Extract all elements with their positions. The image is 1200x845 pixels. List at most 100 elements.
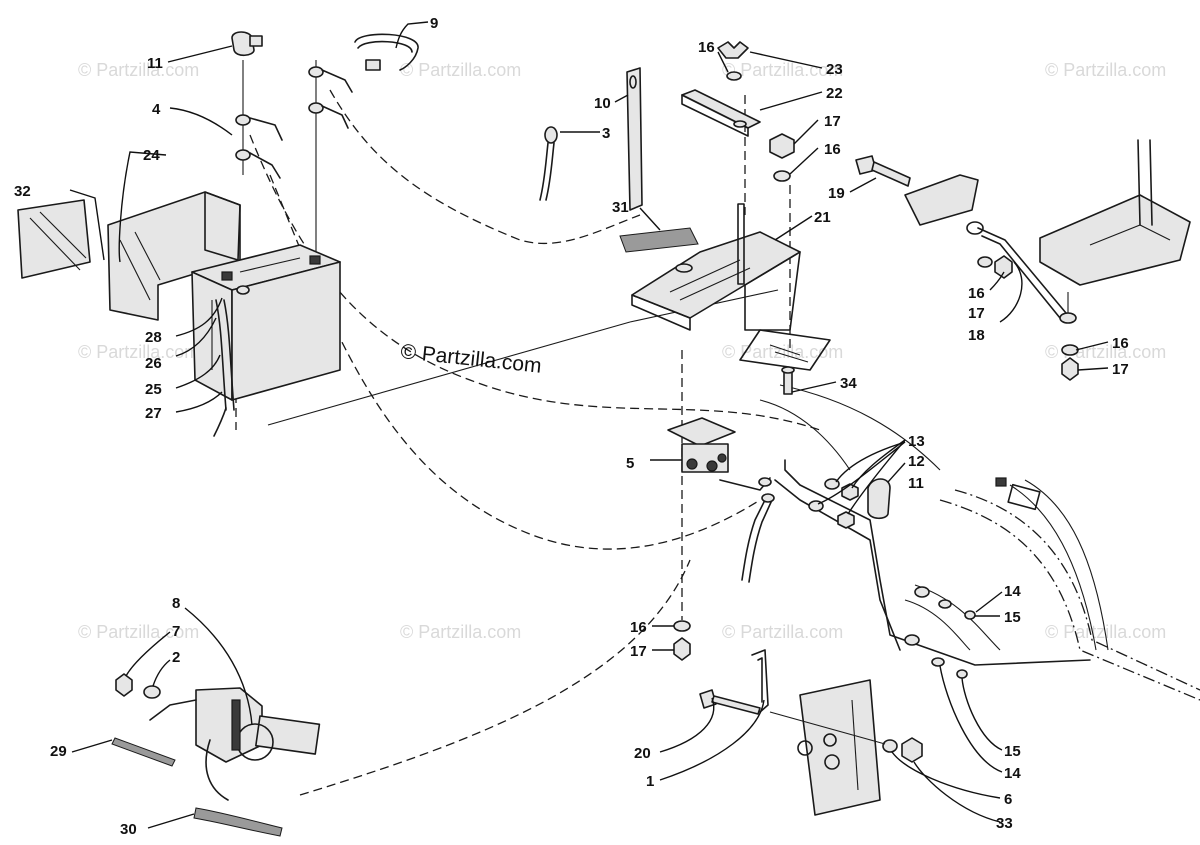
callout-11: 11 [908,475,924,492]
leader-line [989,271,1005,291]
nut-33 [901,737,923,763]
watermark-faint: © Partzilla.com [400,622,521,642]
terminal-boot-11 [231,31,263,57]
floor-mount-shading [769,344,809,363]
harness-connector-pin [995,477,1007,487]
cable-sleeve [111,737,176,767]
callout-16: 16 [968,285,985,302]
callout-20: 20 [634,745,651,762]
battery-hold-bracket-22 [681,89,761,137]
cable-eyelet [758,477,772,487]
floor-mount [739,329,831,371]
callout-1: 1 [646,773,654,790]
mount-plate [799,679,881,816]
callout-30: 30 [120,821,137,838]
starter-solenoid-5 [667,417,736,473]
washer [726,71,742,81]
screw-34 [781,366,795,395]
leader-line [851,439,906,489]
harness-branch [1024,479,1109,651]
cable-route [329,89,641,245]
hex-nut [769,133,795,159]
tray-bolt [737,203,745,285]
leader-line [887,462,906,483]
callout-29: 29 [50,743,67,760]
cable-lead [321,69,353,93]
battery-tray-21 [631,203,801,331]
conduit-30 [193,807,283,837]
strap-buckle [365,59,381,71]
callout-27: 27 [145,405,162,422]
callout-13: 13 [908,433,925,450]
ring-terminal [308,102,324,114]
callout-11: 11 [147,55,163,72]
box-shading [134,231,161,281]
cable-lead [321,105,349,129]
frame-post [1137,139,1153,226]
leader-line [175,297,223,337]
strap-band [357,40,413,53]
starter-lead [205,739,229,801]
washer [1059,312,1077,324]
ring-terminal [308,66,324,78]
washer [1061,344,1079,356]
washer-nut-16-17-mid [977,255,1013,279]
callout-21: 21 [814,209,831,226]
callout-24: 24 [143,147,160,164]
harness-connector [1007,483,1041,511]
insulator-pad [17,199,91,279]
leader-line [167,45,233,63]
callout-17: 17 [824,113,841,130]
bracket-rod-1 [751,649,769,713]
leader-line [717,51,729,73]
wiring-harness-routes [235,60,1069,796]
hex-nut [1061,357,1079,381]
support-rod [981,235,1061,319]
callout-17: 17 [968,305,985,322]
battery [191,244,341,401]
cable-route [249,134,821,431]
plate-edge [851,699,859,791]
mount-hole [824,754,840,770]
callout-2: 2 [172,649,180,666]
cable-lead [249,152,281,179]
callout-16: 16 [630,619,647,636]
fastener-axis [769,711,886,745]
callout-8: 8 [172,595,180,612]
callout-14: 14 [1004,583,1021,600]
vent-tube-end [213,407,227,437]
frame-edge [759,399,851,471]
leader-line [659,699,765,781]
main-wiring-harness [759,384,1200,701]
solenoid-terminal [686,458,698,470]
watermark-main: © Partzilla.com [399,340,542,378]
nut-12 [841,483,859,501]
ground-cable-eyelet [544,126,558,144]
leader-line [175,317,217,357]
cable-lead [249,117,283,141]
frame-fold [1089,224,1171,246]
watermark-faint: © Partzilla.com [78,342,199,362]
callout-4: 4 [152,101,161,118]
leader-line [975,591,1003,613]
leader-line [152,659,171,687]
terminal-boot-11 [867,478,891,520]
callout-22: 22 [826,85,843,102]
washer-14 [938,599,952,609]
leader-line [891,751,1001,799]
ring-terminal [914,586,930,598]
leader-line [169,107,233,136]
ring-terminals-14-15 [904,586,976,679]
solenoid-cable [748,499,773,583]
solenoid-cable [741,499,766,581]
tray-rib [669,259,741,293]
terminal-hardware-11-12-13 [808,478,891,529]
leader-line [789,147,819,175]
leader-line [847,439,906,515]
callout-10: 10 [594,95,611,112]
frame-plate [1039,194,1191,286]
leader-line [639,207,661,231]
starter-lead [149,699,197,721]
